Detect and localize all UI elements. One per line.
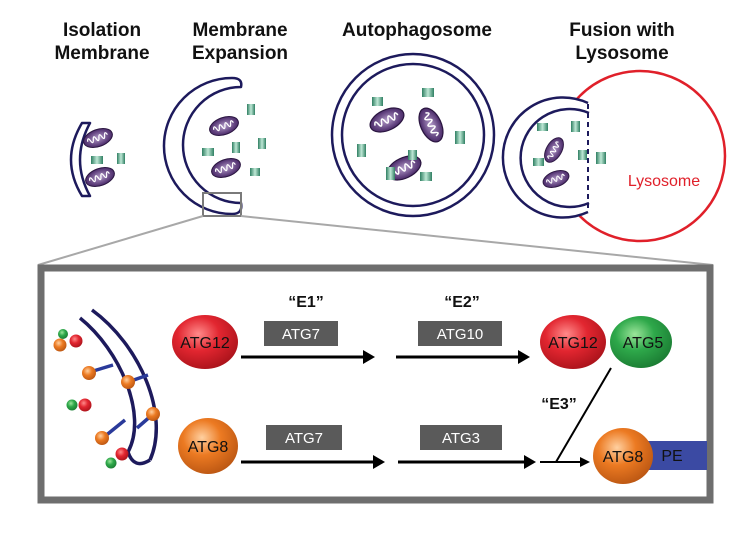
mitochondrion-icon: [209, 116, 239, 136]
cargo-icon: [455, 131, 465, 144]
zoomed-membrane: [53, 308, 160, 469]
arrowhead-icon: [580, 457, 590, 467]
membrane-tip: [126, 451, 151, 466]
e1-role-label: “E1”: [288, 294, 324, 311]
stage-title-autophagosome: Autophagosome: [342, 20, 492, 41]
zoom-connector-right: [240, 215, 714, 266]
mitochondrion-icon: [542, 170, 570, 188]
atg8-node: [178, 418, 238, 474]
cargo-icon: [247, 104, 255, 115]
membrane-outer-curve: [90, 308, 159, 461]
cargo-icon: [537, 123, 548, 131]
mitochondrion-icon: [544, 137, 564, 163]
atg12-node: [172, 315, 238, 369]
atg8-sphere: [121, 375, 135, 389]
stage-title-line: Isolation: [63, 20, 141, 41]
zoom-region-box: [202, 192, 242, 217]
atg8-pathway: ATG8 ATG7 ATG3 ATG8 PE: [178, 418, 707, 484]
e2-enzyme-label-bottom: ATG3: [442, 430, 480, 447]
stage-title-line: Membrane: [192, 20, 287, 41]
arrowhead-icon: [524, 455, 536, 469]
stage-title-line: Membrane: [54, 43, 149, 64]
stage-title-line: Expansion: [192, 43, 288, 64]
stage-title-line: Lysosome: [575, 43, 668, 64]
atg5-label: ATG5: [623, 335, 664, 352]
atg8-sphere: [146, 407, 160, 421]
cargo-icon: [386, 167, 395, 180]
atg12-pathway: ATG12 ATG7 ATG10 ATG12 ATG5: [172, 315, 672, 369]
cargo-icon: [422, 88, 434, 97]
atg12-sphere: [78, 398, 92, 412]
stage-title-line: Fusion with: [569, 20, 675, 41]
lysosome-label: Lysosome: [628, 173, 700, 190]
atg8-sphere: [82, 366, 96, 380]
cargo-icon: [250, 168, 260, 176]
cargo-icon: [372, 97, 383, 106]
cargo-icon: [232, 142, 240, 153]
atg8-label: ATG8: [188, 439, 229, 456]
e1-enzyme-box-bottom: [266, 425, 342, 450]
cargo-icon: [420, 172, 432, 181]
mitochondrion-icon: [83, 128, 113, 148]
expanding-membrane: [162, 76, 243, 216]
atg8-sphere: [95, 431, 109, 445]
mitochondrion-icon: [369, 107, 405, 133]
cargo-icon: [408, 150, 417, 160]
e3-connector: [555, 367, 612, 463]
arrowhead-icon: [518, 350, 530, 364]
isolation-membrane-stage: [69, 121, 125, 198]
autophagosome-stage: [330, 52, 496, 218]
cargo-icon: [596, 152, 606, 164]
isolation-membrane: [69, 121, 92, 198]
cargo-icon: [578, 150, 587, 160]
stage-title-line: Autophagosome: [342, 20, 492, 41]
atg12-product-node: [540, 315, 606, 369]
atg8-sphere: [53, 338, 67, 352]
atg5-sphere: [105, 457, 117, 469]
cargo-icon: [202, 148, 214, 156]
atg5-node: [610, 316, 672, 368]
arrowhead-icon: [363, 350, 375, 364]
cargo-icon: [533, 158, 544, 166]
atg12-product-label: ATG12: [548, 335, 598, 352]
atg12-sphere: [69, 334, 83, 348]
atg12-sphere: [115, 447, 129, 461]
atg5-sphere: [58, 329, 68, 339]
autophagosome-inner-membrane: [519, 107, 590, 209]
e1-enzyme-label-bottom: ATG7: [285, 430, 323, 447]
e2-enzyme-label: ATG10: [437, 326, 483, 343]
e1-enzyme-box: [264, 321, 338, 346]
mitochondrion-icon: [85, 167, 115, 187]
zoom-connector-left: [37, 215, 204, 266]
e2-enzyme-box: [418, 321, 502, 346]
cargo-icon: [258, 138, 266, 149]
pe-label: PE: [661, 448, 682, 465]
atg12-label: ATG12: [180, 335, 230, 352]
membrane-expansion-stage: [162, 76, 266, 217]
atg8-product-node: [593, 428, 653, 484]
cargo-icon: [357, 144, 366, 157]
mitochondrion-icon: [211, 158, 241, 178]
e3-role-label: “E3”: [541, 396, 577, 413]
arrowhead-icon: [373, 455, 385, 469]
mitochondrion-icon: [418, 107, 444, 143]
e2-enzyme-box-bottom: [420, 425, 502, 450]
atg8-product-label: ATG8: [603, 449, 644, 466]
cargo-icon: [91, 156, 103, 164]
e2-role-label: “E2”: [444, 294, 480, 311]
cargo-icon: [117, 153, 125, 164]
e1-enzyme-label: ATG7: [282, 326, 320, 343]
fusion-stage: Lysosome: [501, 69, 727, 243]
cargo-icon: [571, 121, 580, 132]
atg5-sphere: [66, 399, 78, 411]
